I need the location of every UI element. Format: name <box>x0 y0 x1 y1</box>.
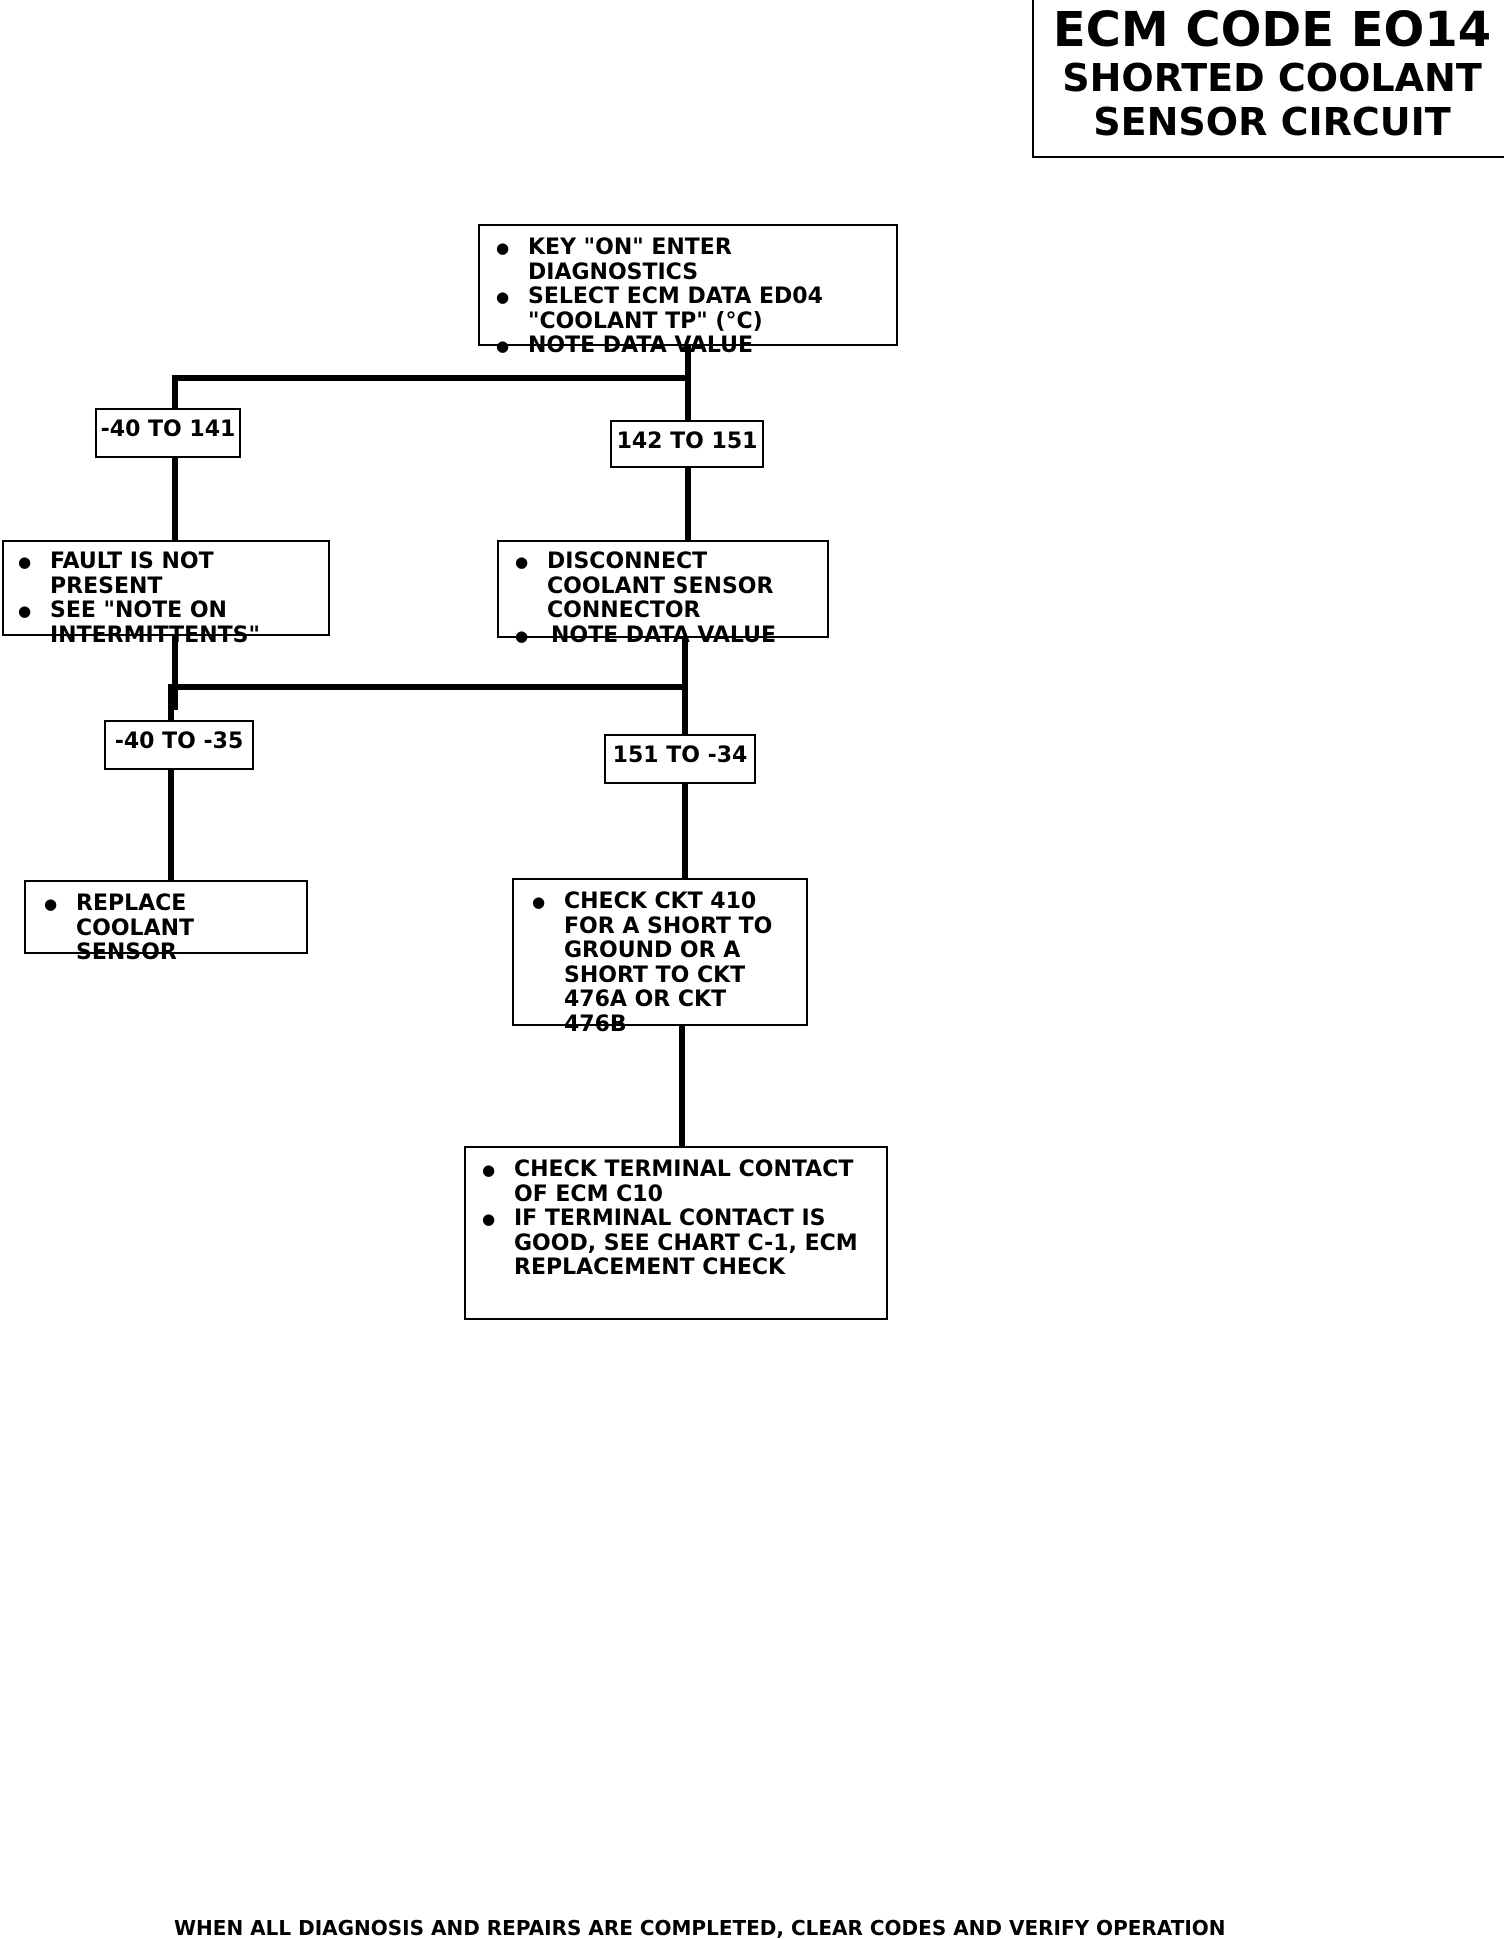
range-box-a: -40 TO 141 <box>95 408 241 458</box>
check-ckt-item-1: CHECK CKT 410 FOR A SHORT TO GROUND OR A… <box>528 889 796 1037</box>
connector-right-down-1 <box>685 465 691 541</box>
title-frame <box>1032 0 1504 158</box>
disconnect-item-1: DISCONNECT COOLANT SENSOR CONNECTOR <box>511 549 819 624</box>
start-item-2: SELECT ECM DATA ED04 "COOLANT TP" (°C) <box>492 284 890 334</box>
step-start-box: KEY "ON" ENTER DIAGNOSTICS SELECT ECM DA… <box>478 224 898 358</box>
title-line-1: SHORTED COOLANT <box>1062 56 1482 100</box>
start-item-1: KEY "ON" ENTER DIAGNOSTICS <box>492 235 890 285</box>
title-line-2: SENSOR CIRCUIT <box>1093 100 1451 144</box>
range-box-b: 142 TO 151 <box>610 420 764 468</box>
connector-mid-horizontal <box>168 684 688 690</box>
fault-item-1: FAULT IS NOT PRESENT <box>14 549 320 599</box>
check-terminal-box: CHECK TERMINAL CONTACT OF ECM C10 IF TER… <box>464 1146 888 1320</box>
ecm-code-title: ECM CODE EO14 <box>1052 2 1492 58</box>
check-terminal-item-1: CHECK TERMINAL CONTACT OF ECM C10 <box>478 1157 878 1207</box>
check-ckt-box: CHECK CKT 410 FOR A SHORT TO GROUND OR A… <box>512 878 808 1036</box>
connector-top-horizontal <box>172 375 691 381</box>
check-terminal-item-2: IF TERMINAL CONTACT IS GOOD, SEE CHART C… <box>478 1206 878 1281</box>
connector-check-down <box>679 1022 685 1148</box>
connector-start-down <box>685 345 691 423</box>
fault-item-2: SEE "NOTE ON INTERMITTENTS" <box>14 598 320 648</box>
footer-instruction: WHEN ALL DIAGNOSIS AND REPAIRS ARE COMPL… <box>174 1916 1226 1940</box>
range-box-c: -40 TO -35 <box>104 720 254 770</box>
replace-sensor-box: REPLACE COOLANT SENSOR <box>24 880 308 965</box>
disconnect-box: DISCONNECT COOLANT SENSOR CONNECTOR NOTE… <box>497 540 829 648</box>
range-box-d: 151 TO -34 <box>604 734 756 784</box>
disconnect-item-2: NOTE DATA VALUE <box>511 623 819 649</box>
connector-right-down-2 <box>682 780 688 880</box>
start-item-3: NOTE DATA VALUE <box>492 333 890 359</box>
connector-left-down-2 <box>168 684 174 884</box>
replace-item-1: REPLACE COOLANT SENSOR <box>40 891 296 966</box>
fault-not-present-box: FAULT IS NOT PRESENT SEE "NOTE ON INTERM… <box>2 540 330 647</box>
